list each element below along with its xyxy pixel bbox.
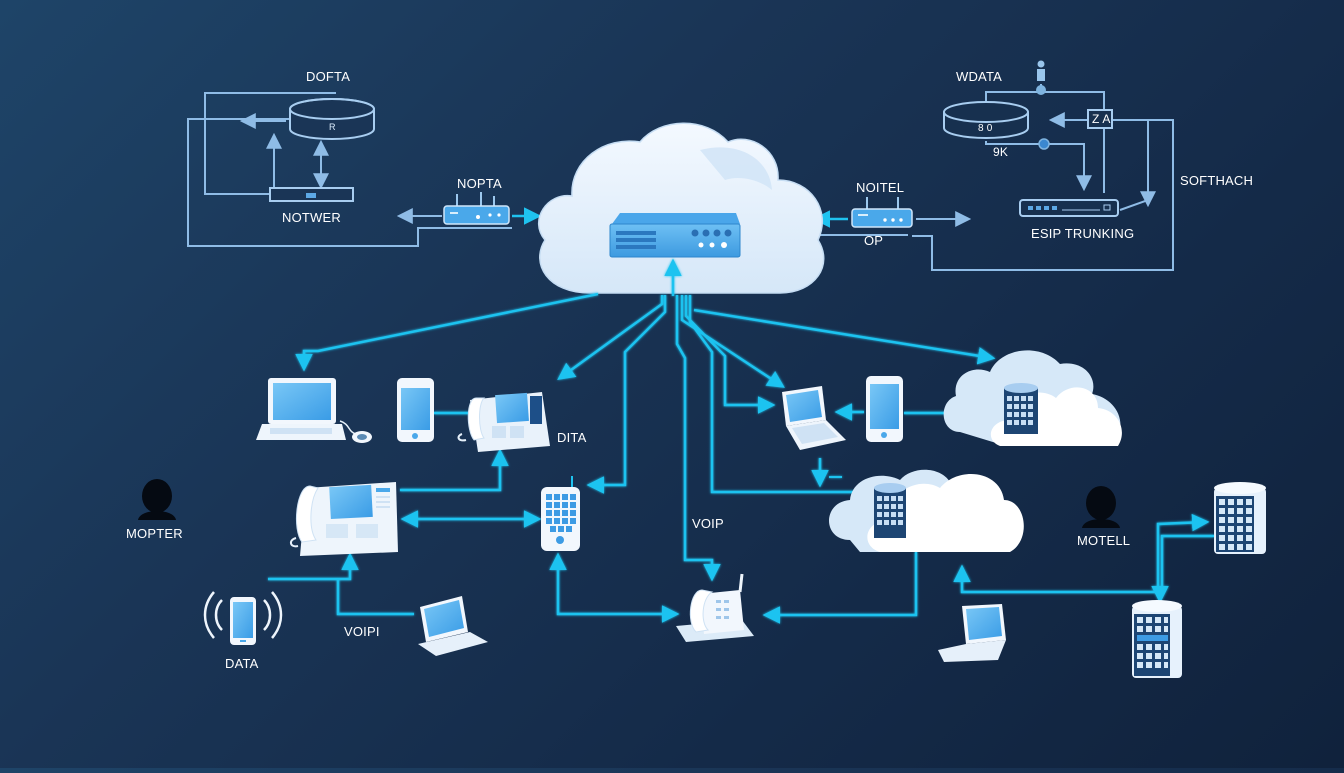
link-keypad-phone xyxy=(586,295,667,494)
right-router xyxy=(851,197,913,228)
link-mobile-to-laptop xyxy=(336,579,414,616)
top-right-subsystem xyxy=(912,84,1174,271)
cloud-datacenter-top xyxy=(943,350,1122,446)
link-cloud-top xyxy=(693,308,996,365)
laptop-left xyxy=(256,378,372,443)
label-voip-left: VOIPI xyxy=(344,624,380,639)
wireless-signal-icon xyxy=(203,591,283,639)
link-cloudmid-servers xyxy=(953,564,1169,604)
link-laptop-left xyxy=(295,292,599,372)
link-cordless-phone xyxy=(675,295,721,582)
left-router xyxy=(443,192,510,225)
link-cloud-mid xyxy=(688,295,866,494)
link-server-top-b xyxy=(1160,534,1214,592)
label-signal-box: Z A xyxy=(1092,112,1111,126)
label-top-right-title: WDATA xyxy=(956,69,1003,84)
label-sip-trunking: ESIP TRUNKING xyxy=(1031,226,1135,241)
user-right-icon xyxy=(1082,486,1120,528)
label-top-left-title: DOFTA xyxy=(306,69,351,84)
label-user-left: MOPTER xyxy=(126,526,183,541)
top-left-switch xyxy=(269,187,354,202)
link-keypad-cordless xyxy=(549,552,680,623)
voip-links xyxy=(268,258,1214,624)
link-server-top-a xyxy=(1156,513,1210,592)
outline-link xyxy=(1119,120,1149,211)
desk-phone-left xyxy=(290,482,398,556)
link-desk-phone-top xyxy=(557,295,664,381)
user-pin-icon xyxy=(1037,60,1045,81)
label-mobile-data: DATA xyxy=(225,656,259,671)
label-top-right-db-sub: 9K xyxy=(993,145,1009,159)
smartphone-top xyxy=(397,378,434,442)
cloud-datacenter-mid xyxy=(829,469,1024,552)
label-top-right-db-mark: 8 0 xyxy=(978,123,993,134)
database-icon xyxy=(874,483,906,538)
desk-phone-top xyxy=(457,392,550,452)
central-cloud xyxy=(538,122,825,294)
smartphone-right xyxy=(866,376,903,442)
mobile-wireless xyxy=(230,597,256,645)
laptop-bottom xyxy=(418,596,488,656)
link-laptop-right-b xyxy=(684,295,776,414)
label-right-router: NOITEL xyxy=(856,180,905,195)
status-node xyxy=(1036,85,1050,150)
link-laptop-right-a xyxy=(680,295,785,388)
link-deskphone-left-to-top xyxy=(400,448,509,492)
outline-link xyxy=(912,119,1174,271)
user-left-icon xyxy=(138,479,176,520)
link-cloudmid-cordless xyxy=(762,552,918,624)
label-top-left-switch: NOTWER xyxy=(282,210,341,225)
server-tower-top xyxy=(1214,482,1266,554)
outline-link xyxy=(204,92,336,195)
central-voip-server xyxy=(609,213,741,258)
label-user-right: MOTELL xyxy=(1077,533,1131,548)
top-left-database xyxy=(289,98,375,140)
outline-link xyxy=(187,118,512,247)
server-tower-bottom xyxy=(1132,600,1182,678)
signal-box xyxy=(1087,109,1113,129)
label-left-router: NOPTA xyxy=(457,176,502,191)
label-desk-phone: DITA xyxy=(557,430,587,445)
top-right-database xyxy=(943,101,1029,139)
database-icon xyxy=(1004,383,1038,434)
label-voip-center: VOIP xyxy=(692,516,724,531)
sip-trunk-device xyxy=(1019,199,1119,217)
laptop-bottom-right xyxy=(938,604,1006,662)
label-softswitch: SOFTHACH xyxy=(1180,173,1254,188)
label-top-left-db-mark: R xyxy=(329,122,336,132)
laptop-right xyxy=(782,386,846,450)
keypad-phone xyxy=(541,476,580,551)
cordless-phone xyxy=(676,573,754,642)
outline-link xyxy=(985,141,1092,192)
link-mobile-to-deskphone xyxy=(268,552,359,581)
label-right-router-sub: OP xyxy=(864,233,884,248)
top-left-subsystem xyxy=(187,92,512,247)
